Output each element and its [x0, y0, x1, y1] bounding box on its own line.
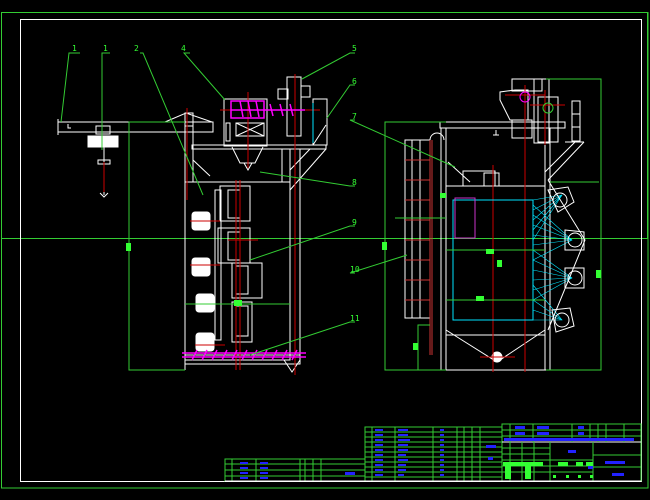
left-dimension: [126, 121, 290, 371]
balloon-10: 10: [350, 265, 360, 274]
balloon-2: 2: [134, 44, 139, 53]
balloon-5: 5: [352, 44, 357, 53]
title-block: [224, 423, 642, 482]
inspection-door: [454, 197, 476, 239]
elevator-drive-pulley: [542, 102, 554, 114]
balloon-labels: 1 1 2 4 5 6 7 8 9 10 11: [72, 44, 360, 323]
right-dimensions: [382, 78, 602, 371]
screw-conveyor-top: [230, 100, 305, 119]
inner-frame: [20, 19, 642, 482]
side-view: [404, 78, 585, 371]
blast-turbines: [547, 179, 586, 333]
balloon-1b: 1: [103, 44, 108, 53]
balloon-11: 11: [350, 314, 360, 323]
balloon-6: 6: [352, 77, 357, 86]
blast-turbine-fans: [532, 194, 573, 321]
balloon-1: 1: [72, 44, 77, 53]
balloon-8: 8: [352, 178, 357, 187]
outer-frame-border: [1, 12, 649, 489]
balloon-leaders: [60, 52, 456, 356]
balloon-9: 9: [352, 218, 357, 227]
front-view-centerlines: [103, 74, 320, 375]
balloon-4: 4: [181, 44, 186, 53]
front-view: [57, 76, 328, 373]
ladder-rungs: [405, 140, 433, 355]
title-block-green-blocks: [503, 462, 593, 479]
title-block-text-blocks: [240, 426, 634, 479]
screw-conveyor-bottom: [182, 349, 306, 361]
balloon-7: 7: [352, 112, 357, 121]
elevator-head-pulley: [519, 91, 531, 103]
